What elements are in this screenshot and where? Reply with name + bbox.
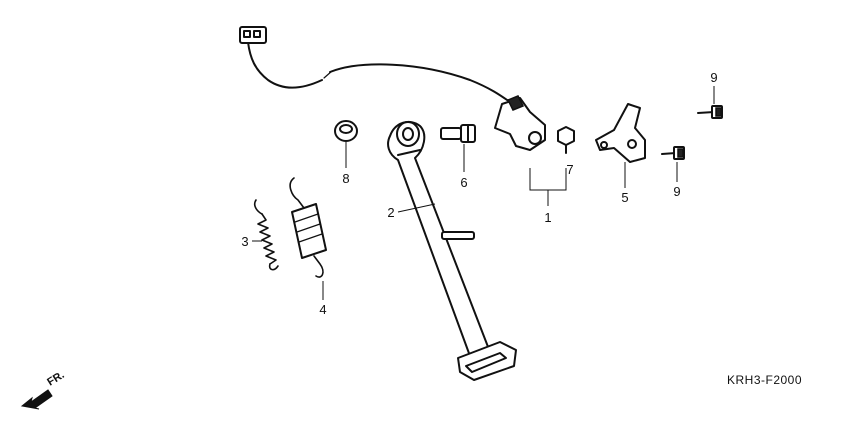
- front-indicator: FR.: [20, 369, 67, 410]
- switch-wire-harness: [239, 26, 511, 103]
- callout-9-upper: 9: [710, 70, 717, 85]
- flange-bolt-upper: [697, 105, 723, 119]
- callout-4: 4: [319, 302, 326, 317]
- callout-8: 8: [342, 171, 349, 186]
- callout-3: 3: [241, 234, 248, 249]
- callout-2: 2: [387, 205, 394, 220]
- pivot-bolt: [440, 124, 476, 143]
- callout-1: 1: [544, 210, 551, 225]
- side-stand: [387, 120, 517, 381]
- callout-6: 6: [460, 175, 467, 190]
- leader-1-bracket: [529, 168, 567, 191]
- stand-pin: [441, 231, 475, 240]
- switch-bolt: [557, 126, 575, 154]
- callout-9-lower: 9: [673, 184, 680, 199]
- callout-7: 7: [566, 162, 573, 177]
- front-arrow-icon: [20, 389, 53, 410]
- callout-5: 5: [621, 190, 628, 205]
- leader-lines: [252, 86, 715, 300]
- spring-b: [289, 177, 327, 278]
- flange-bolt-lower: [661, 146, 685, 160]
- side-stand-switch: [494, 95, 546, 151]
- leader-2: [397, 203, 436, 213]
- spring-a: [253, 199, 279, 271]
- pivot-nut: [334, 120, 358, 142]
- diagram-code: KRH3-F2000: [727, 373, 802, 387]
- callout-labels: 1 2 3 4 5 6 7 8 9 9: [241, 70, 717, 317]
- switch-bracket: [595, 103, 646, 163]
- front-label: FR.: [45, 369, 66, 389]
